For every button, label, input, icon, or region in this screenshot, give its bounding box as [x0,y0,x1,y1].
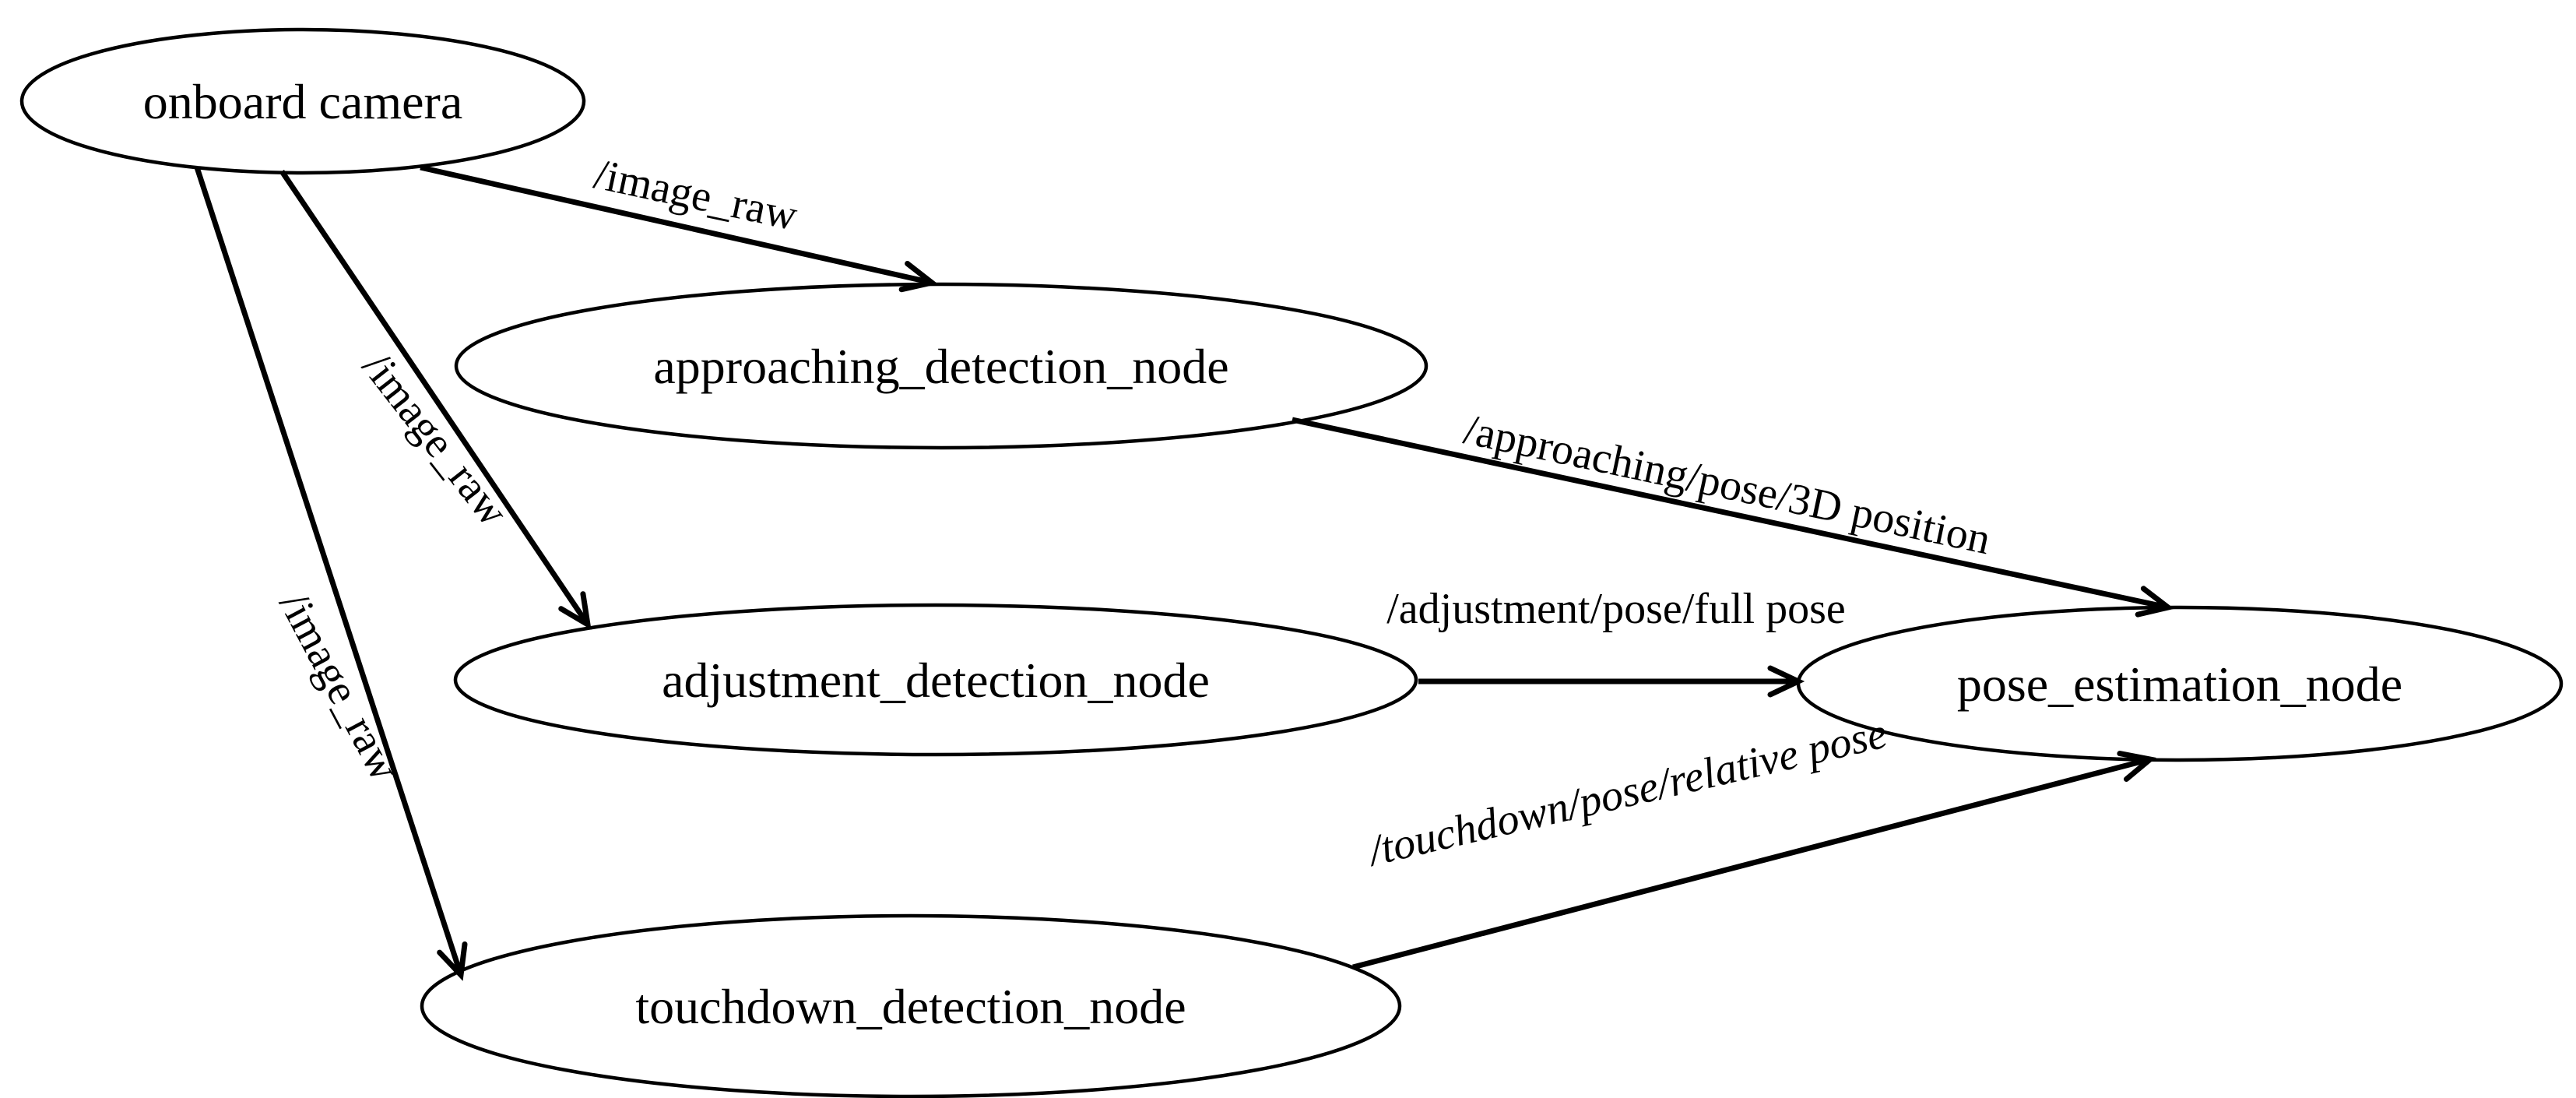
edge-line-approaching-to-pose [1292,417,2169,611]
edge-label-touchdown-to-pose: /touchdown/pose/relative pose [1362,709,1891,876]
edge-arrowhead-adjustment-to-pose [1767,665,1805,698]
edge-arrowhead-onboard-to-touchdown [437,941,468,981]
node-label-adjustment-detection-node: adjustment_detection_node [662,653,1210,708]
node-label-approaching-detection-node: approaching_detection_node [653,339,1228,394]
node-ellipse-touchdown-detection-node [420,913,1402,1098]
edge-line-onboard-to-adjustment [279,170,590,626]
edge-arrowhead-onboard-to-adjustment [558,591,592,630]
node-label-onboard-camera: onboard camera [143,74,462,129]
edge-label-adjustment-to-pose: /adjustment/pose/full pose [1386,585,1845,633]
node-label-touchdown-detection-node: touchdown_detection_node [635,979,1186,1034]
edge-arrowhead-touchdown-to-pose [2117,751,2156,782]
edge-line-onboard-to-approaching [420,164,933,286]
node-ellipse-adjustment-detection-node [453,603,1418,757]
edge-label-onboard-to-approaching: /image_raw [590,150,802,241]
node-label-pose-estimation-node: pose_estimation_node [1957,656,2402,712]
edge-label-approaching-to-pose: /approaching/pose/3D position [1460,405,1994,564]
edge-line-touchdown-to-pose [1352,756,2151,970]
edge-label-onboard-to-touchdown: /image_raw [269,584,409,789]
edge-arrowhead-onboard-to-approaching [898,261,938,293]
edge-arrowhead-approaching-to-pose [2135,586,2175,618]
node-ellipse-approaching-detection-node [454,282,1429,450]
node-ellipse-onboard-camera [19,27,586,175]
edge-line-onboard-to-touchdown [194,166,464,977]
